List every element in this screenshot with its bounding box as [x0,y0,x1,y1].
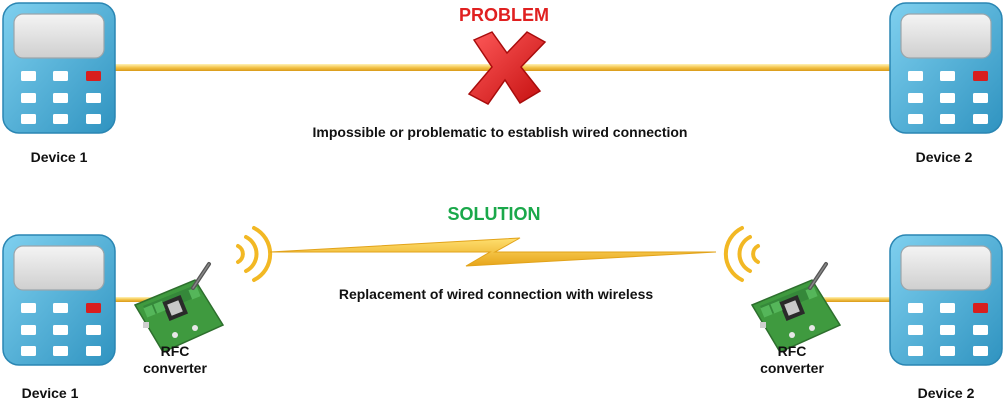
device-1-icon [2,2,116,134]
device-2-label: Device 2 [915,149,973,165]
rfc-converter-board-icon [133,262,225,354]
device-1-label: Device 1 [21,385,79,401]
wire-right-segment [812,297,894,302]
converter-label-line2: converter [143,360,207,376]
converter-label-line2: converter [760,360,824,376]
problem-title: PROBLEM [459,5,549,25]
rfc-converter-right-label: RFC converter [742,343,842,377]
device-2-label: Device 2 [917,385,975,401]
rfc-converter-board-icon [750,262,842,354]
problem-caption: Impossible or problematic to establish w… [312,124,688,140]
red-cross-icon [467,31,547,105]
radio-waves-icon [236,226,273,282]
converter-label-line1: RFC [777,343,807,359]
device-1-icon [2,234,116,366]
lightning-bolt-icon [269,237,717,267]
device-2-icon [889,2,1003,134]
device-1-label: Device 1 [30,149,88,165]
wire-left-segment [110,297,172,302]
solution-title: SOLUTION [447,204,541,224]
solution-caption: Replacement of wired connection with wir… [338,286,654,302]
device-2-icon [889,234,1003,366]
radio-waves-icon [723,226,760,282]
rfc-converter-left-label: RFC converter [125,343,225,377]
converter-label-line1: RFC [160,343,190,359]
